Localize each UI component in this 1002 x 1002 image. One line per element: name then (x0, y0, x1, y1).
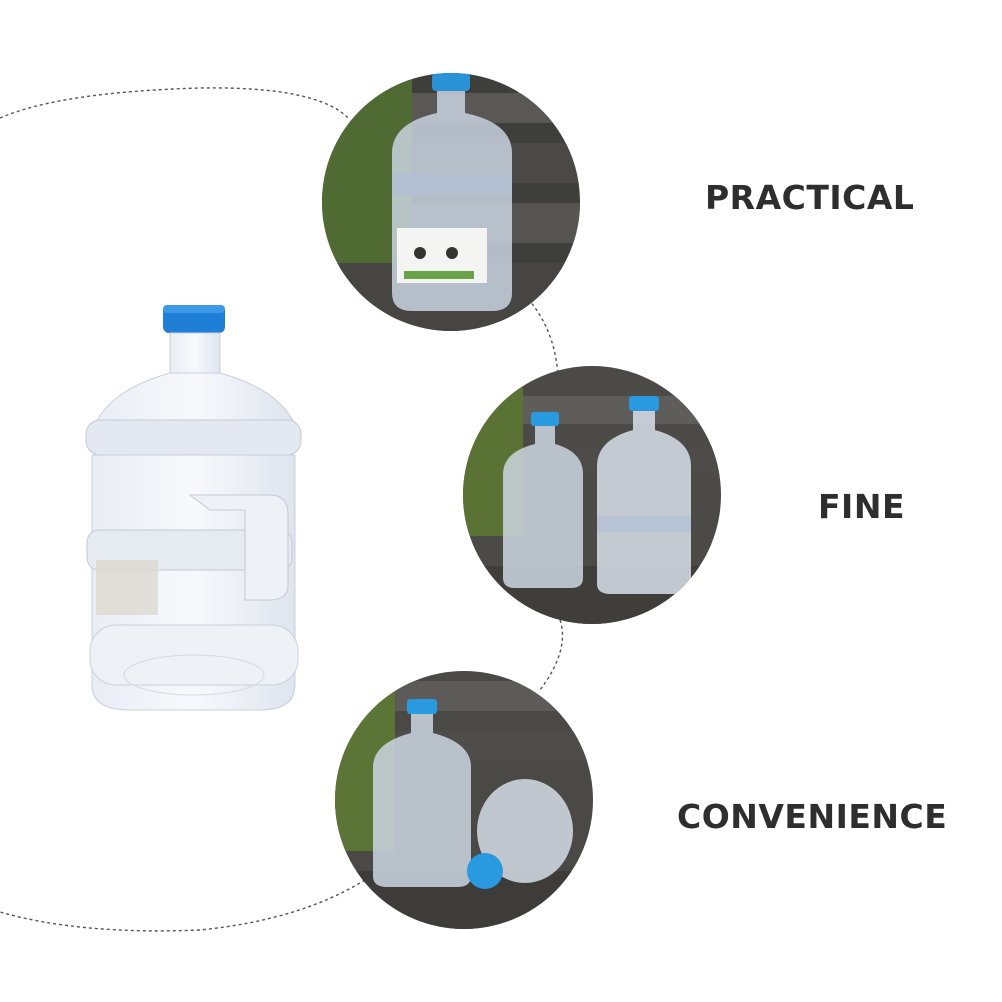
two-bottles-on-steps-photo (463, 366, 721, 624)
feature-label-practical: PRACTICAL (705, 178, 915, 217)
feature-label-fine: FINE (818, 487, 905, 526)
water-bottle-product-image (70, 295, 320, 725)
upright-and-lying-bottles-photo (335, 671, 593, 929)
bottle-on-steps-photo (322, 73, 580, 331)
feature-label-convenience: CONVENIENCE (677, 797, 948, 836)
